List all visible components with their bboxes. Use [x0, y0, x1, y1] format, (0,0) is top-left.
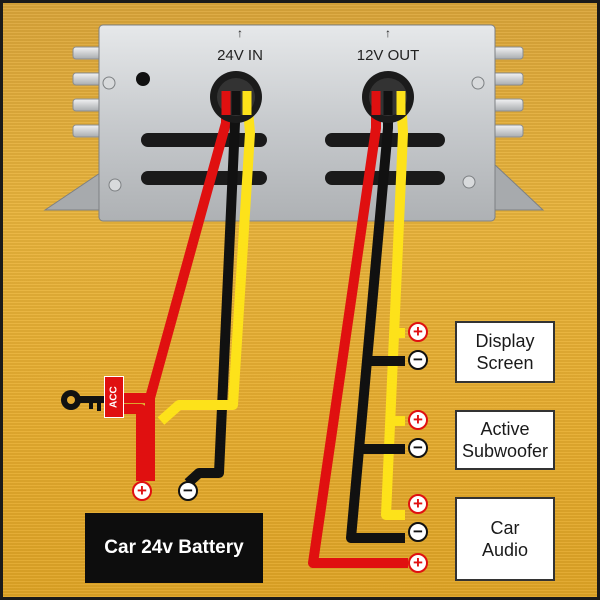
acc-switch: ACC: [104, 376, 124, 418]
car-audio-positive-symbol: +: [408, 494, 428, 514]
display-negative-symbol: −: [408, 350, 428, 370]
subwoofer-negative-symbol: −: [408, 438, 428, 458]
screw: [462, 175, 476, 189]
converter-body: [98, 24, 496, 222]
load-label-line1: Active: [480, 419, 530, 439]
screw: [108, 178, 122, 192]
right-heat-fins: [490, 46, 524, 138]
load-label-line2: Subwoofer: [461, 441, 549, 461]
input-arrow: ↑: [237, 26, 243, 40]
output-port-label: 12V OUT: [356, 47, 420, 64]
car-audio-acc-symbol: +: [408, 553, 428, 573]
load-label-line2: Audio: [481, 540, 529, 560]
subwoofer-positive-symbol: +: [408, 410, 428, 430]
load-label-line1: Car: [490, 518, 520, 538]
input-yellow-wire: [157, 97, 255, 425]
acc-label: ACC: [108, 386, 120, 408]
screw: [102, 76, 116, 90]
key-icon: [61, 390, 105, 411]
display-positive-symbol: +: [408, 322, 428, 342]
car-battery: Car 24v Battery: [85, 513, 263, 583]
battery-label: Car 24v Battery: [104, 537, 244, 558]
display-screen-box: Display Screen: [455, 321, 555, 383]
acc-return-wire: [124, 404, 146, 481]
battery-negative-terminal: −: [178, 481, 198, 501]
load-label-line1: Display: [475, 331, 535, 351]
car-audio-box: Car Audio: [455, 497, 555, 581]
battery-positive-terminal: +: [132, 481, 152, 501]
load-label-line2: Screen: [476, 353, 534, 373]
output-arrow: ↑: [385, 26, 391, 40]
input-port-label: 24V IN: [217, 47, 263, 64]
grommet-wire-stubs: [221, 91, 406, 115]
car-audio-negative-symbol: −: [408, 522, 428, 542]
status-led: [136, 72, 150, 86]
diagram-canvas: [43, 24, 545, 568]
converter-housing: [43, 24, 545, 222]
screw: [471, 76, 485, 90]
active-subwoofer-box: Active Subwoofer: [455, 410, 555, 470]
